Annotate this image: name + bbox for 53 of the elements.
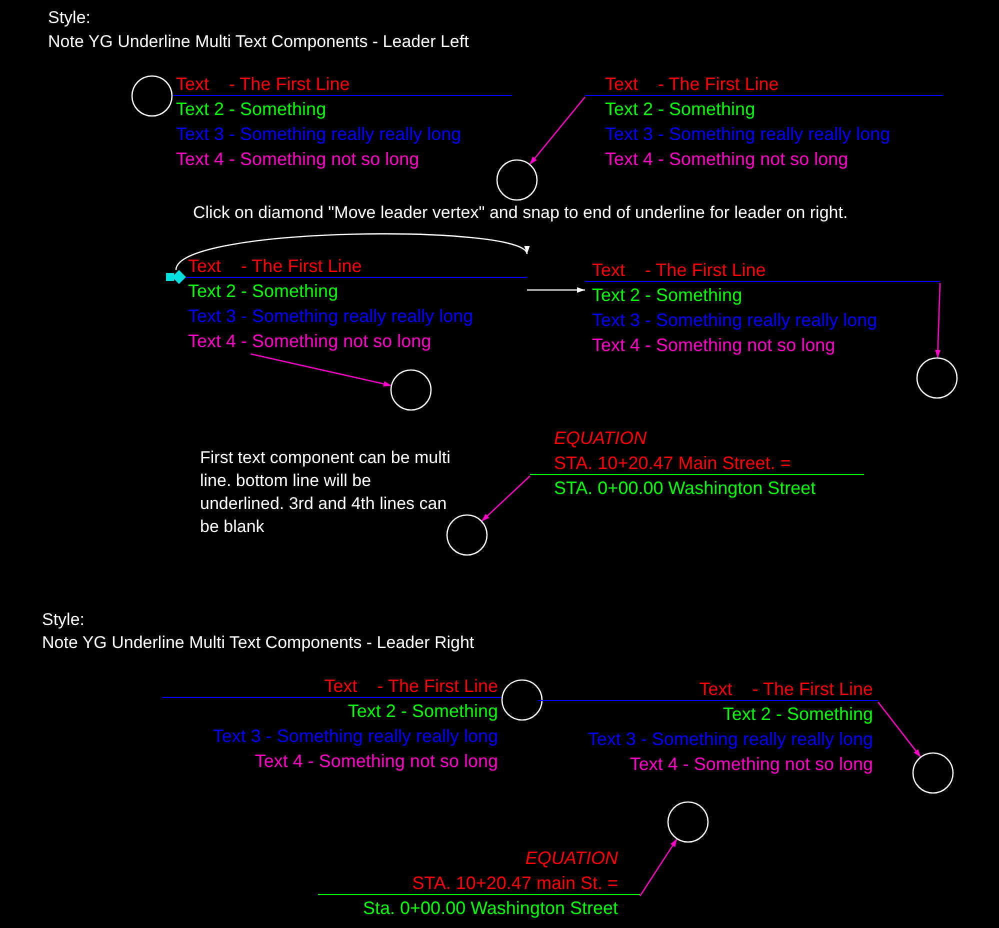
leader-line	[877, 702, 922, 758]
label-text: Note YG Underline Multi Text Components - Leader Left	[48, 31, 469, 53]
note-text-line: Text 3 - Something really really long	[588, 728, 873, 751]
leader-line	[529, 96, 586, 165]
note-text-line: Text 2 - Something	[605, 98, 756, 121]
note-text-line: Sta. 0+00.00 Washington Street	[363, 897, 618, 920]
note-text-line: Text 2 - Something	[176, 98, 326, 121]
note-text-line: Text 4 - Something not so long	[188, 330, 432, 353]
note-text-line: Text 4 - Something not so long	[630, 753, 873, 776]
grip-icon	[166, 270, 186, 284]
note-text-line: EQUATION	[525, 847, 618, 870]
note-text-line: Text - The First Line	[188, 255, 362, 278]
note-text-line: Text - The First Line	[699, 678, 873, 701]
note-text-line: Text 4 - Something not so long	[254, 750, 498, 773]
note-text-line: STA. 0+00.00 Washington Street	[554, 477, 816, 500]
leader-line	[481, 476, 530, 522]
leader-line	[250, 353, 392, 387]
note-text-line: Text - The First Line	[592, 259, 766, 282]
arrow	[527, 287, 585, 293]
note-text-line: Text 4 - Something not so long	[176, 148, 420, 171]
note-text-line: EQUATION	[554, 427, 647, 450]
circle-marker	[390, 369, 432, 411]
circle-marker	[501, 679, 543, 721]
label-text: Style:	[48, 7, 91, 29]
note-text-line: Text - The First Line	[605, 73, 779, 96]
note-text-line: Text 2 - Something	[188, 280, 338, 303]
note-text-line: STA. 10+20.47 main St. =	[412, 872, 618, 895]
circle-marker	[131, 75, 173, 117]
note-text-line: Text - The First Line	[324, 675, 498, 698]
note-text-line: Text 3 - Something really really long	[188, 305, 474, 328]
note-text-line: Text 3 - Something really really long	[212, 725, 498, 748]
note-text-line: Text - The First Line	[176, 73, 350, 96]
note-text-line: Text 2 - Something	[592, 284, 742, 307]
note-text-line: Text 3 - Something really really long	[176, 123, 462, 146]
circle-marker	[496, 159, 538, 201]
label-text: Note YG Underline Multi Text Components - Leader Right	[42, 632, 474, 654]
leader-line	[935, 282, 941, 358]
curved-arrow	[175, 233, 528, 270]
note-text-line: Text 2 - Something	[348, 700, 498, 723]
label-text: Style:	[42, 609, 85, 631]
circle-marker	[912, 752, 954, 794]
circle-marker	[667, 801, 709, 843]
note-text-line: STA. 10+20.47 Main Street. =	[554, 452, 791, 475]
note-text-line: Text 4 - Something not so long	[605, 148, 848, 171]
note-text-line: Text 3 - Something really really long	[592, 309, 878, 332]
circle-marker	[446, 514, 488, 556]
circle-marker	[916, 357, 958, 399]
label-text: Click on diamond "Move leader vertex" and snap to end of underline for leader on right.	[193, 202, 848, 224]
note-text-line: Text 2 - Something	[722, 703, 873, 726]
note-text-line: Text 4 - Something not so long	[592, 334, 836, 357]
leader-line	[639, 838, 678, 896]
note-text-line: Text 3 - Something really really long	[605, 123, 890, 146]
note-paragraph: First text component can be multi line. bottom line will be underlined. 3rd and 4th lines can be blank	[200, 447, 452, 538]
